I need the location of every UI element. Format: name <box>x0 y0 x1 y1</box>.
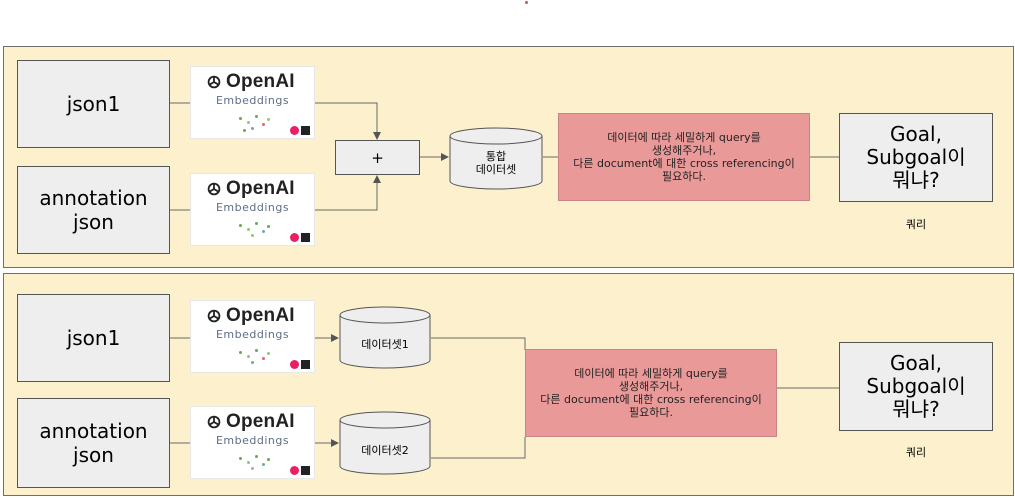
badge-icons <box>290 126 310 135</box>
top-query-label: 쿼리 <box>905 218 927 231</box>
openai-brand-text: OpenAI <box>226 305 295 326</box>
top-openai-embeddings-logo-1: OpenAI Embeddings <box>190 66 315 139</box>
bottom-note: 데이터에 따라 세밀하게 query를 생성해주거나, 다른 document에… <box>525 349 777 437</box>
embedding-scatter-thumbnail <box>235 218 275 242</box>
top-dataset-cylinder <box>449 136 543 190</box>
top-openai-embeddings-logo-2: OpenAI Embeddings <box>190 173 315 246</box>
openai-brand-text: OpenAI <box>226 178 295 199</box>
embedding-scatter-thumbnail <box>235 111 275 135</box>
bottom-openai-embeddings-logo-1: OpenAI Embeddings <box>190 300 315 373</box>
top-logo2-to-plus <box>315 175 381 211</box>
bottom-dataset1: 데이터셋1 <box>340 330 430 360</box>
openai-brand-text: OpenAI <box>226 411 295 432</box>
openai-logo-icon <box>207 415 221 429</box>
top-dataset-label: 통합 데이터셋 <box>475 150 517 176</box>
embeddings-subtitle: Embeddings <box>215 328 290 341</box>
openai-logo-icon <box>207 182 221 196</box>
badge-icons <box>290 466 310 475</box>
embedding-scatter-thumbnail <box>235 345 275 369</box>
top-merge-box: + <box>335 140 420 175</box>
badge-icons <box>290 360 310 369</box>
top-annotation-json-box: annotation json <box>17 166 170 254</box>
bottom-dataset1-label: 데이터셋1 <box>361 338 409 351</box>
openai-brand-text: OpenAI <box>226 71 295 92</box>
bottom-dataset1-cylinder-cap <box>339 306 431 324</box>
bottom-json1-box: json1 <box>17 294 170 382</box>
embeddings-subtitle: Embeddings <box>215 434 290 447</box>
embedding-scatter-thumbnail <box>235 451 275 475</box>
cylinders <box>339 127 543 475</box>
bottom-openai-embeddings-logo-2: OpenAI Embeddings <box>190 406 315 479</box>
bottom-dataset1-cylinder <box>339 315 431 369</box>
bottom-goal-box: Goal, Subgoal이 뭐냐? <box>839 342 993 431</box>
top-note: 데이터에 따라 세밀하게 query를 생성해주거나, 다른 document에… <box>558 113 810 201</box>
bottom-dataset1-to-note <box>431 337 526 350</box>
embeddings-subtitle: Embeddings <box>215 201 290 214</box>
top-goal-box: Goal, Subgoal이 뭐냐? <box>839 113 993 202</box>
bottom-dataset2-cylinder <box>339 420 431 475</box>
top-logo1-to-plus <box>315 102 381 140</box>
openai-logo-icon <box>207 309 221 323</box>
red-dot-mark <box>525 1 528 4</box>
bottom-dataset2-to-note <box>431 437 526 459</box>
badge-icons <box>290 233 310 242</box>
embeddings-subtitle: Embeddings <box>215 94 290 107</box>
bottom-dataset2-cylinder-cap <box>339 411 431 429</box>
bottom-annotation-json-box: annotation json <box>17 398 170 488</box>
bottom-dataset2: 데이터셋2 <box>340 436 430 466</box>
top-dataset-cylinder-cap <box>449 127 543 145</box>
bottom-dataset2-label: 데이터셋2 <box>361 444 409 457</box>
openai-logo-icon <box>207 75 221 89</box>
top-dataset: 통합 데이터셋 <box>450 146 542 176</box>
bottom-query-label: 쿼리 <box>905 446 927 459</box>
top-json1-box: json1 <box>17 60 170 148</box>
